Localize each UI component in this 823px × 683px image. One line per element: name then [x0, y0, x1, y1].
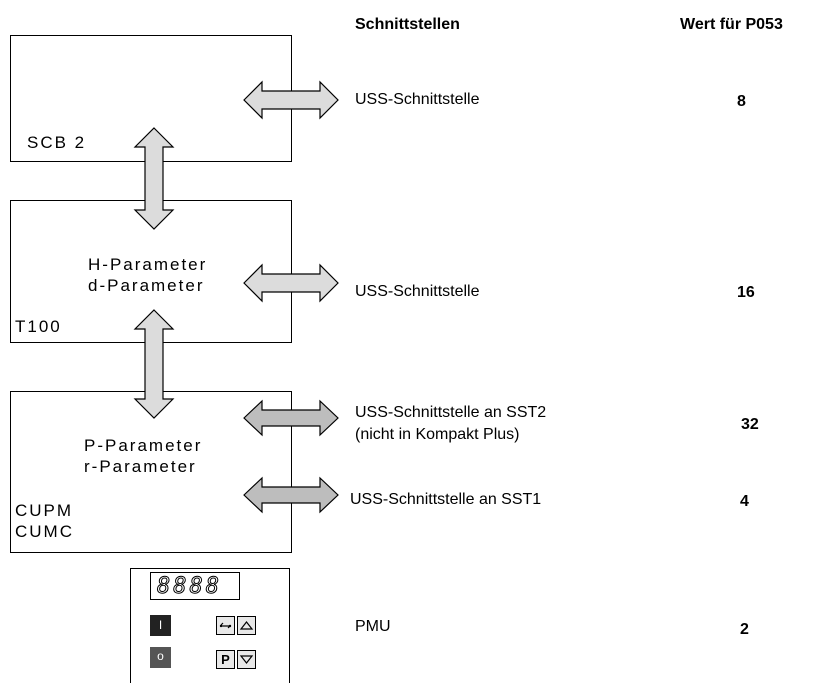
pmu-down-key[interactable] — [237, 650, 256, 669]
arrow-cu-sst1 — [243, 476, 339, 514]
arrow-cu-sst2 — [243, 399, 339, 437]
sst2-p053-value: 32 — [741, 416, 759, 433]
arrow-t100-cu — [133, 309, 175, 419]
sst2-interface-label: USS-Schnittstelle an SST2 — [355, 404, 547, 421]
arrow-scb2-uss — [243, 80, 339, 120]
cumc-label: CUMC — [15, 522, 74, 541]
pmu-reverse-key[interactable] — [216, 616, 235, 635]
t100-label: T100 — [15, 317, 62, 336]
p-parameter-label: P-Parameter — [84, 436, 203, 455]
sst2-interface-note: (nicht in Kompakt Plus) — [355, 426, 520, 443]
r-parameter-label: r-Parameter — [84, 457, 197, 476]
pmu-off-key-label: o — [157, 649, 164, 663]
scb2-interface-label: USS-Schnittstelle — [355, 91, 480, 108]
pmu-on-key[interactable]: I — [150, 615, 171, 636]
pmu-p-key[interactable]: P — [216, 650, 235, 669]
p053-value-column-header: Wert für P053 — [680, 16, 783, 33]
t100-p053-value: 16 — [737, 284, 755, 301]
pmu-display-digits: 8888 — [157, 574, 222, 600]
triangle-down-icon — [239, 655, 254, 664]
pmu-off-key[interactable]: o — [150, 647, 171, 668]
pmu-p-key-label: P — [221, 652, 230, 667]
pmu-on-key-label: I — [158, 618, 163, 632]
cupm-label: CUPM — [15, 501, 74, 520]
t100-interface-label: USS-Schnittstelle — [355, 283, 480, 300]
h-parameter-label: H-Parameter — [88, 255, 208, 274]
scb2-p053-value: 8 — [737, 93, 746, 110]
arrow-scb2-t100 — [133, 127, 175, 230]
interfaces-column-header: Schnittstellen — [355, 16, 460, 33]
triangle-up-icon — [239, 621, 254, 630]
pmu-panel: 8888 I o P — [130, 568, 290, 683]
pmu-display: 8888 — [150, 572, 240, 600]
scb2-label: SCB 2 — [27, 133, 87, 152]
pmu-p053-value: 2 — [740, 621, 749, 638]
pmu-interface-label: PMU — [355, 618, 391, 635]
sst1-p053-value: 4 — [740, 493, 749, 510]
pmu-up-key[interactable] — [237, 616, 256, 635]
sst1-interface-label: USS-Schnittstelle an SST1 — [350, 491, 542, 508]
reverse-arrows-icon — [219, 622, 232, 629]
arrow-t100-uss — [243, 263, 339, 303]
d-parameter-label: d-Parameter — [88, 276, 205, 295]
